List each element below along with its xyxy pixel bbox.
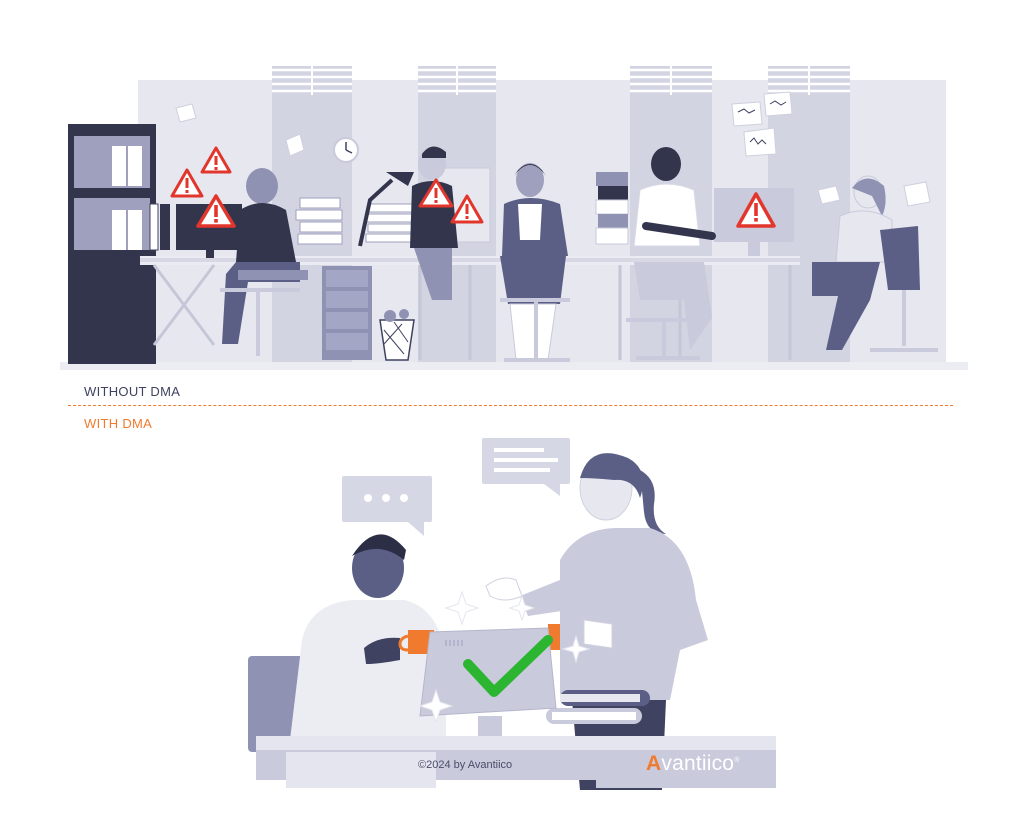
section-divider — [68, 405, 953, 406]
checkmark-icon — [463, 635, 553, 697]
drawer-cabinet — [322, 266, 372, 360]
worker — [410, 146, 458, 300]
copyright-text: ©2024 by Avantiico — [418, 759, 513, 771]
speech-bubble — [342, 476, 432, 536]
warning-triangle-icon — [170, 168, 204, 198]
book-stack — [546, 690, 650, 724]
worker — [633, 147, 716, 350]
warning-triangle-icon — [196, 194, 236, 228]
waste-basket — [379, 309, 415, 361]
logo-wordmark: vantiico — [661, 752, 735, 775]
logo-initial: A — [646, 752, 662, 775]
worker — [222, 168, 308, 344]
chaotic-office-scene — [60, 66, 968, 370]
box-stack — [595, 172, 629, 245]
calm-office-scene — [248, 438, 776, 790]
warning-triangle-icon — [450, 194, 484, 224]
worker — [812, 175, 938, 352]
monitor — [419, 627, 557, 736]
with-dma-label: WITH DMA — [84, 416, 153, 431]
bookshelf — [68, 124, 156, 364]
warning-triangle-icon — [200, 146, 232, 174]
without-dma-label: WITHOUT DMA — [84, 384, 181, 399]
wall-clock — [333, 137, 359, 163]
warning-triangle-icon — [736, 192, 776, 228]
speech-bubble — [482, 438, 570, 496]
worker — [500, 163, 568, 361]
avantiico-logo: Avantiico® — [646, 752, 740, 776]
warning-triangle-icon — [418, 178, 454, 208]
registered-mark: ® — [734, 757, 740, 764]
